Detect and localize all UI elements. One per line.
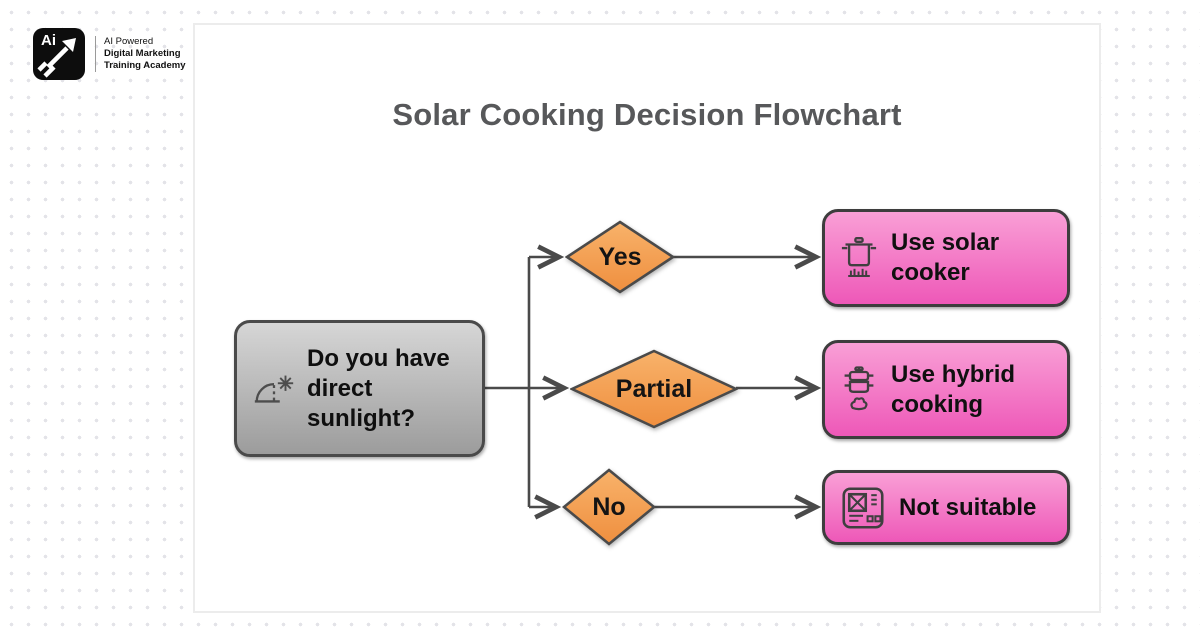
decision-no-label: No — [592, 492, 626, 521]
brand-monogram: Ai — [41, 32, 56, 49]
outcome-not-suitable: Not suitable — [822, 470, 1070, 545]
decision-yes-label: Yes — [598, 242, 642, 271]
cooking-pot-icon — [841, 234, 877, 282]
brand-tagline-line2: Digital Marketing — [104, 48, 181, 59]
outcome-not-suitable-label: Not suitable — [899, 493, 1037, 521]
growth-arrow-icon — [37, 38, 76, 78]
circuit-board-icon — [841, 486, 885, 530]
decision-partial: Partial — [570, 349, 738, 429]
page-title: Solar Cooking Decision Flowchart — [392, 97, 902, 132]
sunrise-icon — [251, 369, 297, 409]
outcome-solar-cooker: Use solar cooker — [822, 209, 1070, 307]
connector-lines — [484, 244, 822, 520]
outcome-hybrid-cooking-label: Use hybrid cooking — [891, 360, 1016, 418]
decision-partial-label: Partial — [615, 374, 693, 403]
brand-logo: Ai AI Powered Digital Marketing Training… — [33, 28, 185, 80]
outcome-hybrid-cooking: Use hybrid cooking — [822, 340, 1070, 439]
outcome-solar-cooker-label: Use solar cooker — [891, 229, 1000, 286]
brand-divider — [95, 36, 96, 72]
brand-tagline: AI Powered Digital Marketing Training Ac… — [104, 36, 185, 72]
brand-logo-mark: Ai — [33, 28, 85, 80]
steamer-pot-icon — [841, 364, 877, 416]
brand-tagline-line3: Training Academy — [104, 60, 186, 71]
question-node: Do you have direct sunlight? — [234, 320, 485, 457]
decision-no: No — [562, 468, 656, 546]
flowchart-canvas: Solar Cooking Decision Flowchart — [193, 23, 1101, 613]
question-label: Do you have direct sunlight? — [307, 344, 450, 432]
brand-tagline-line1: AI Powered — [104, 36, 154, 47]
decision-yes: Yes — [565, 220, 675, 294]
